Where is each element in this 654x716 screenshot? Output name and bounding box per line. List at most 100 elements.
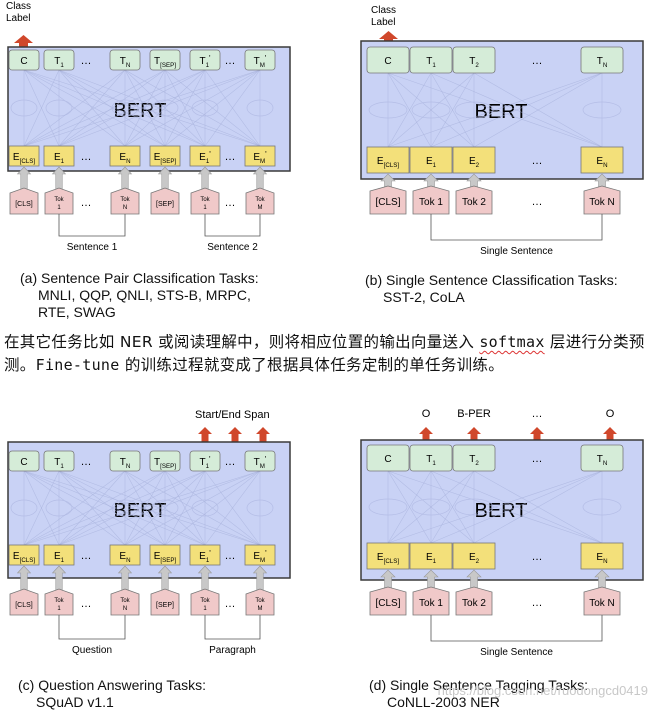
panel-a-diagram: Class Label BERT CE[CLS][CLS]T1E1Tok1………… (6, 1, 291, 253)
token-label: [SEP] (156, 201, 174, 208)
embedding-box (109, 145, 141, 167)
output-label: T[SEP] (154, 56, 176, 69)
token-label: [CLS] (375, 197, 400, 208)
token-label: Tok (200, 598, 210, 604)
paragraph-part-3: 的训练过程就变成了根据具体任务定制的单任务训练。 (119, 356, 505, 374)
hidden-node (411, 498, 451, 516)
output-label: T1' (199, 455, 211, 470)
token-box (412, 185, 450, 215)
output-box (109, 49, 141, 71)
token-box (110, 588, 140, 616)
embedding-label: EN (596, 552, 607, 565)
connection-line (23, 69, 126, 147)
token-label: Tok (54, 197, 64, 203)
embedding-box (409, 542, 453, 570)
panel-a-caption: (a) Sentence Pair Classification Tasks: … (20, 270, 259, 321)
token-label: [SEP] (156, 602, 174, 609)
input-arrow-icon (466, 173, 482, 188)
group-label: Sentence 1 (67, 242, 118, 253)
group-label: Question (72, 645, 112, 656)
token-label: Tok N (589, 598, 615, 609)
input-arrow-icon (423, 173, 439, 188)
connection-line (430, 470, 603, 544)
input-arrow-icon (380, 569, 396, 589)
panel-a-diagram-group: Class Label BERT (6, 1, 291, 172)
connection-line (164, 69, 261, 147)
code-softmax: softmax (479, 333, 545, 351)
ellipsis: … (81, 55, 92, 67)
output-box (43, 450, 75, 472)
token-box (44, 588, 74, 616)
panel-c-caption: (c) Question Answering Tasks: SQuAD v1.1 (18, 677, 206, 711)
embedding-box (189, 145, 221, 167)
span-arrows (198, 427, 270, 443)
embedding-label: E1 (54, 551, 65, 564)
ellipsis: … (225, 197, 236, 209)
embedding-box (409, 146, 453, 174)
connection-line (387, 72, 475, 148)
connection-line (58, 69, 166, 147)
output-box (366, 444, 410, 472)
connection-line (164, 69, 206, 147)
hidden-node (45, 99, 73, 117)
hidden-node (246, 99, 274, 117)
caption-line-1: (b) Single Sentence Classification Tasks… (365, 272, 618, 288)
output-box (452, 444, 496, 472)
output-label: TN (597, 56, 608, 69)
ellipsis: … (81, 550, 92, 562)
token-label: [CLS] (15, 201, 33, 208)
embedding-box (452, 146, 496, 174)
token-label: M (258, 205, 263, 211)
token-box (150, 588, 180, 616)
group-label: Single Sentence (480, 246, 553, 257)
input-arrow-icon (466, 569, 482, 589)
connection-line (164, 470, 206, 546)
connection-line (23, 470, 60, 546)
embedding-box (366, 146, 410, 174)
token-label: [CLS] (375, 598, 400, 609)
ellipsis: … (81, 456, 92, 468)
output-label: T1 (426, 56, 436, 69)
embedding-box (452, 542, 496, 570)
code-finetune: Fine-tune (35, 356, 120, 374)
token-label: Tok 2 (462, 197, 486, 208)
ellipsis: … (532, 551, 543, 563)
token-box (455, 185, 493, 215)
input-arrow-icon (51, 166, 67, 190)
embedding-box (189, 544, 221, 566)
embedding-label: E[CLS] (13, 152, 35, 165)
group-bracket (430, 214, 603, 241)
connection-line (430, 72, 603, 148)
connection-line (23, 470, 166, 546)
connection-line (58, 69, 126, 147)
input-arrow-icon (197, 565, 213, 591)
tag-arrow-icon (603, 427, 617, 442)
embedding-label: EM' (253, 549, 267, 564)
connection-line (23, 470, 261, 546)
panel-d-caption: (d) Single Sentence Tagging Tasks: CoNLL… (369, 677, 588, 711)
output-label: T1 (426, 454, 436, 467)
hidden-node (10, 499, 38, 517)
body-paragraph: 在其它任务比如 NER 或阅读理解中，则将相应位置的输出向量送入 softmax… (4, 331, 650, 377)
output-box (43, 49, 75, 71)
connection-line (387, 470, 475, 544)
token-box (110, 187, 140, 215)
input-arrow-icon (117, 166, 133, 190)
embedding-box (149, 145, 181, 167)
connection-line (23, 470, 126, 546)
tag-arrow-icon (419, 427, 433, 442)
group-bracket (58, 214, 126, 237)
embedding-label: E2 (469, 552, 480, 565)
ellipsis: … (225, 598, 236, 610)
hidden-node (582, 101, 622, 119)
caption-line-3: RTE, SWAG (38, 304, 116, 320)
hidden-node (454, 101, 494, 119)
output-arrow-icon (379, 31, 398, 46)
token-label: Tok (54, 598, 64, 604)
output-label: TM' (254, 54, 267, 69)
output-label: T1' (199, 54, 211, 69)
caption-line-1: (c) Question Answering Tasks: (18, 677, 207, 693)
